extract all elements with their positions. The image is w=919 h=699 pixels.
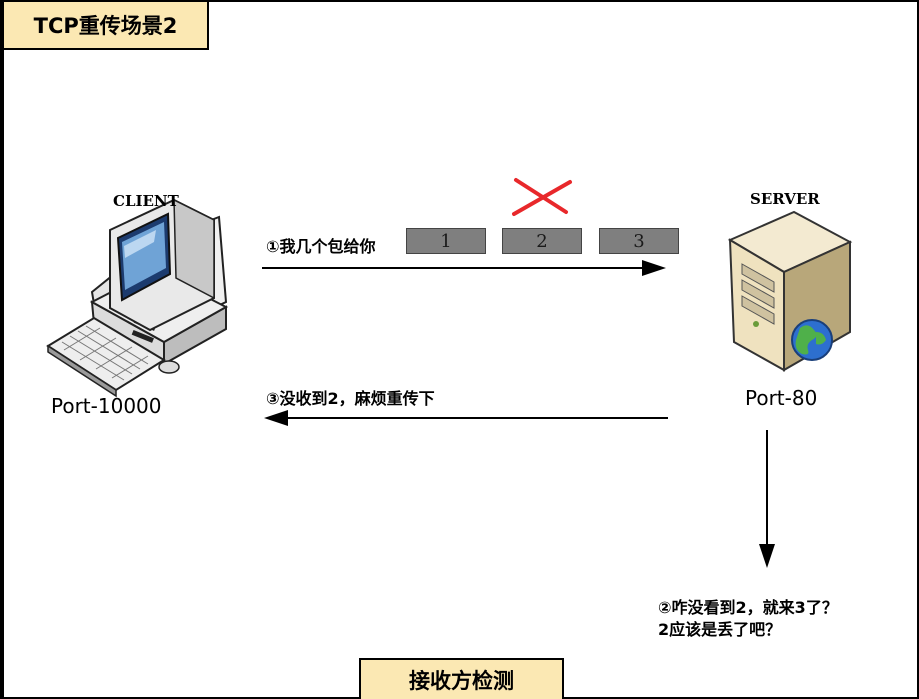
detection-side-label: 接收方检测 [359, 658, 564, 699]
diagram-graphics [46, 178, 853, 568]
lost-mark-icon [512, 178, 572, 216]
packet-1: 1 [406, 228, 486, 254]
step1-label: ①我几个包给你 [266, 237, 376, 256]
detect-arrow [759, 430, 775, 568]
packet-3: 3 [599, 228, 679, 254]
packet-2: 2 [502, 228, 582, 254]
diagram-canvas: TCP重传场景2 [4, 2, 917, 699]
step2-line2: 2应该是丢了吧？ [658, 620, 782, 639]
server-icon [727, 210, 853, 372]
step3-label: ③没收到2，麻烦重传下 [266, 389, 435, 408]
client-label: CLIENT [113, 192, 179, 210]
client-port: Port-10000 [51, 394, 162, 418]
retransmit-request-arrow [264, 410, 668, 426]
server-label: SERVER [750, 190, 820, 208]
send-arrow [262, 260, 666, 276]
server-port: Port-80 [745, 386, 818, 410]
step2-line1: ②咋没看到2，就来3了？ [658, 598, 838, 617]
diagram-title: TCP重传场景2 [4, 2, 209, 50]
computer-icon [46, 198, 229, 398]
